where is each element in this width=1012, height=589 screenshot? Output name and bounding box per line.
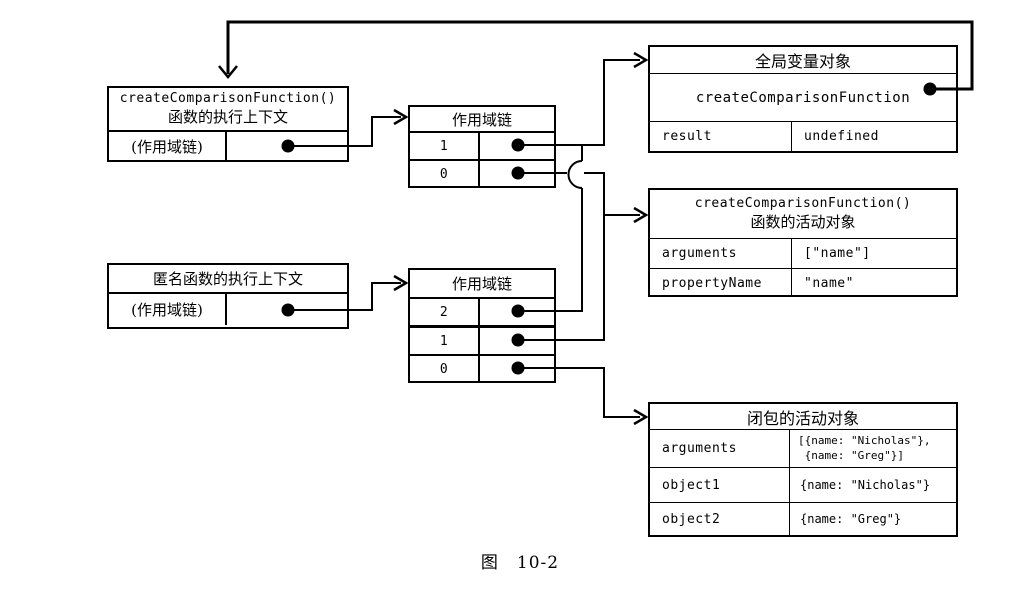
fn-activation-object-box: createComparisonFunction() 函数的活动对象 argum… bbox=[648, 188, 958, 297]
scope-chain-anon-slot-2: 2 bbox=[410, 299, 554, 328]
exec-context-fn-title-code: createComparisonFunction() bbox=[119, 91, 337, 106]
slot-index: 1 bbox=[410, 133, 480, 159]
closure-arguments-row: arguments [{name: "Nicholas"}, {name: "G… bbox=[650, 430, 956, 468]
property-value: [{name: "Nicholas"}, {name: "Greg"}] bbox=[790, 430, 956, 467]
exec-context-anon-box: 匿名函数的执行上下文 (作用域链) bbox=[107, 263, 349, 329]
property-key: propertyName bbox=[650, 269, 792, 297]
slot-pointer-cell bbox=[480, 299, 554, 325]
global-object-result-row: result undefined bbox=[650, 122, 956, 151]
property-key: object2 bbox=[650, 503, 790, 535]
slot-pointer-cell bbox=[480, 133, 554, 159]
property-value: ["name"] bbox=[804, 246, 871, 261]
line-hop-arc bbox=[567, 160, 583, 189]
global-variable-object-box: 全局变量对象 createComparisonFunction result u… bbox=[648, 45, 958, 153]
scope-chain-anon-slot-0: 0 bbox=[410, 356, 554, 383]
exec-context-fn-scope-row: (作用域链) bbox=[109, 132, 347, 160]
property-value: undefined bbox=[804, 129, 879, 144]
arguments-value-line2: {name: "Greg"}] bbox=[798, 448, 904, 462]
slot-pointer-cell bbox=[480, 356, 554, 383]
scope-chain-fn-slot-1: 1 bbox=[410, 133, 554, 161]
exec-context-fn-title-cn: 函数的执行上下文 bbox=[167, 108, 288, 126]
exec-context-anon-scope-row: (作用域链) bbox=[109, 294, 347, 325]
figure-caption: 图 10-2 bbox=[480, 553, 560, 573]
fn-activation-propertyname-row: propertyName "name" bbox=[650, 269, 956, 297]
scope-chain-pointer-cell bbox=[227, 294, 347, 325]
closure-object1-row: object1 {name: "Nicholas"} bbox=[650, 468, 956, 503]
exec-context-anon-title: 匿名函数的执行上下文 bbox=[109, 265, 347, 294]
closure-title: 闭包的活动对象 bbox=[650, 404, 956, 430]
arrowhead-right-icon bbox=[393, 274, 409, 292]
arrowhead-right-icon bbox=[633, 206, 649, 224]
exec-context-fn-title: createComparisonFunction() 函数的执行上下文 bbox=[109, 88, 347, 132]
closure-activation-object-box: 闭包的活动对象 arguments [{name: "Nicholas"}, {… bbox=[648, 402, 958, 537]
arguments-value-line1: [{name: "Nicholas"}, bbox=[798, 434, 931, 448]
scope-chain-anon-slot-1: 1 bbox=[410, 328, 554, 356]
property-key: result bbox=[650, 122, 792, 151]
scope-chain-pointer-cell bbox=[227, 132, 347, 160]
slot-pointer-cell bbox=[480, 328, 554, 354]
slot-index: 0 bbox=[410, 356, 480, 383]
scope-chain-anon-title: 作用域链 bbox=[410, 270, 554, 299]
fn-activation-title-code: createComparisonFunction() bbox=[694, 196, 912, 211]
slot-index: 1 bbox=[410, 328, 480, 354]
property-value: {name: "Greg"} bbox=[800, 512, 902, 526]
slot-index: 2 bbox=[410, 299, 480, 325]
closure-object2-row: object2 {name: "Greg"} bbox=[650, 503, 956, 535]
fn-activation-title: createComparisonFunction() 函数的活动对象 bbox=[650, 190, 956, 239]
scope-chain-label: (作用域链) bbox=[109, 294, 227, 325]
scope-chain-fn-title: 作用域链 bbox=[410, 107, 554, 133]
fn-activation-title-cn: 函数的活动对象 bbox=[750, 213, 856, 231]
fn-activation-arguments-row: arguments ["name"] bbox=[650, 239, 956, 269]
scope-chain-fn-slot-0: 0 bbox=[410, 161, 554, 188]
property-key: arguments bbox=[650, 239, 792, 268]
arrowhead-right-icon bbox=[393, 108, 409, 126]
property-key: arguments bbox=[650, 430, 790, 467]
slot-pointer-cell bbox=[480, 161, 554, 188]
property-value: "name" bbox=[804, 275, 854, 291]
arrowhead-right-icon bbox=[633, 51, 649, 69]
scope-chain-fn-box: 作用域链 1 0 bbox=[408, 105, 556, 188]
scope-chain-label: (作用域链) bbox=[109, 132, 227, 160]
property-key: object1 bbox=[650, 468, 790, 502]
arrowhead-right-icon bbox=[633, 408, 649, 426]
exec-context-fn-box: createComparisonFunction() 函数的执行上下文 (作用域… bbox=[107, 86, 349, 162]
global-object-title: 全局变量对象 bbox=[650, 47, 956, 74]
property-value: {name: "Nicholas"} bbox=[800, 478, 931, 492]
global-object-fn-row: createComparisonFunction bbox=[650, 74, 956, 122]
arrowhead-down-icon bbox=[218, 65, 238, 79]
scope-chain-anon-box: 作用域链 2 1 0 bbox=[408, 268, 556, 383]
slot-index: 0 bbox=[410, 161, 480, 188]
